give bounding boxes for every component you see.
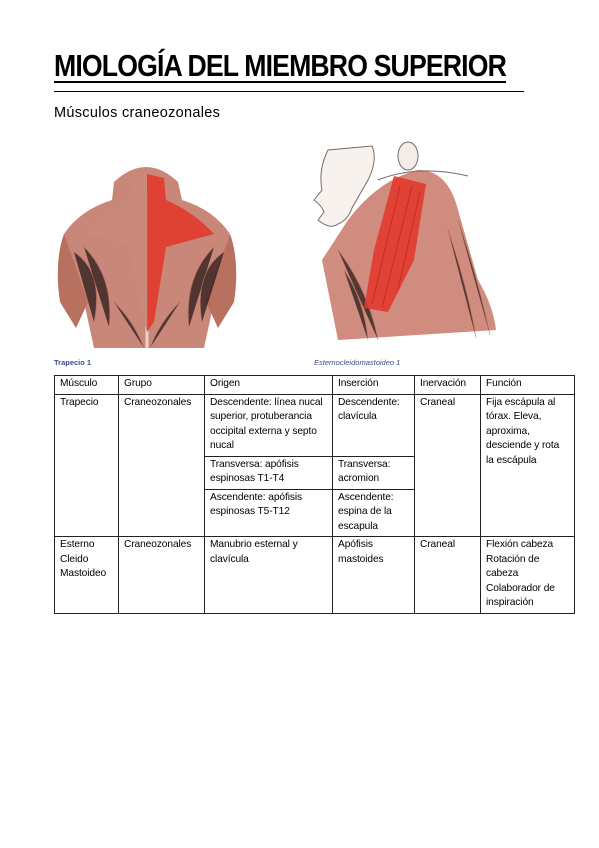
cell-insercion: Apófisis mastoides [332, 536, 415, 614]
cell-insercion: Descendente: clavícula [332, 393, 415, 457]
cell-musculo: Esterno Cleido Mastoideo [54, 536, 119, 614]
cell-musculo: Trapecio [54, 393, 119, 537]
cell-origen: Ascendente: apófisis espinosas T5-T12 [204, 488, 333, 537]
header-cell: Función [480, 375, 575, 395]
table-row: Trapecio Craneozonales Descendente: líne… [54, 393, 575, 537]
cell-funcion: Fija escápula al tórax. Eleva, aproxima,… [480, 393, 575, 537]
table-row: Transversa: apófisis espinosas T1-T4 Tra… [55, 455, 575, 490]
cell-insercion: Transversa: acromion [332, 455, 415, 490]
cell-origen: Manubrio esternal y clavícula [204, 536, 333, 614]
cell-inervacion: Craneal [414, 393, 481, 537]
page-title: MIOLOGÍA DEL MIEMBRO SUPERIOR [54, 48, 507, 83]
header-cell: Grupo [118, 375, 205, 395]
cell-origen: Transversa: apófisis espinosas T1-T4 [204, 455, 333, 490]
header-cell: Músculo [54, 375, 119, 395]
table-row: Esterno Cleido Mastoideo Craneozonales M… [54, 536, 575, 614]
trapecio-illustration [54, 152, 240, 348]
header-cell: Inervación [414, 375, 481, 395]
cell-inervacion: Craneal [414, 536, 481, 614]
cell-origen: Descendente: línea nucal superior, protu… [204, 393, 333, 457]
figure-caption-esternocleidomastoideo: Esternocleidomastoideo 1 [314, 358, 401, 367]
esternocleidomastoideo-illustration [308, 140, 498, 340]
table-row: Ascendente: apófisis espinosas T5-T12 As… [55, 488, 575, 537]
cell-grupo: Craneozonales [118, 393, 205, 537]
trapecio-highlight [147, 174, 214, 332]
header-cell: Origen [204, 375, 333, 395]
table-header-row: Músculo Grupo Origen Inserción Inervació… [54, 375, 575, 395]
cell-funcion: Flexión cabeza Rotación de cabeza Colabo… [480, 536, 575, 614]
esternocleidomastoideo-highlight [364, 176, 426, 312]
section-subtitle: Músculos craneozonales [54, 105, 221, 121]
title-rule [54, 91, 524, 92]
cell-insercion: Ascendente: espina de la escapula [332, 488, 415, 537]
cell-grupo: Craneozonales [118, 536, 205, 614]
muscle-table: Músculo Grupo Origen Inserción Inervació… [54, 375, 575, 614]
header-cell: Inserción [332, 375, 415, 395]
figure-caption-trapecio: Trapecio 1 [54, 358, 92, 367]
